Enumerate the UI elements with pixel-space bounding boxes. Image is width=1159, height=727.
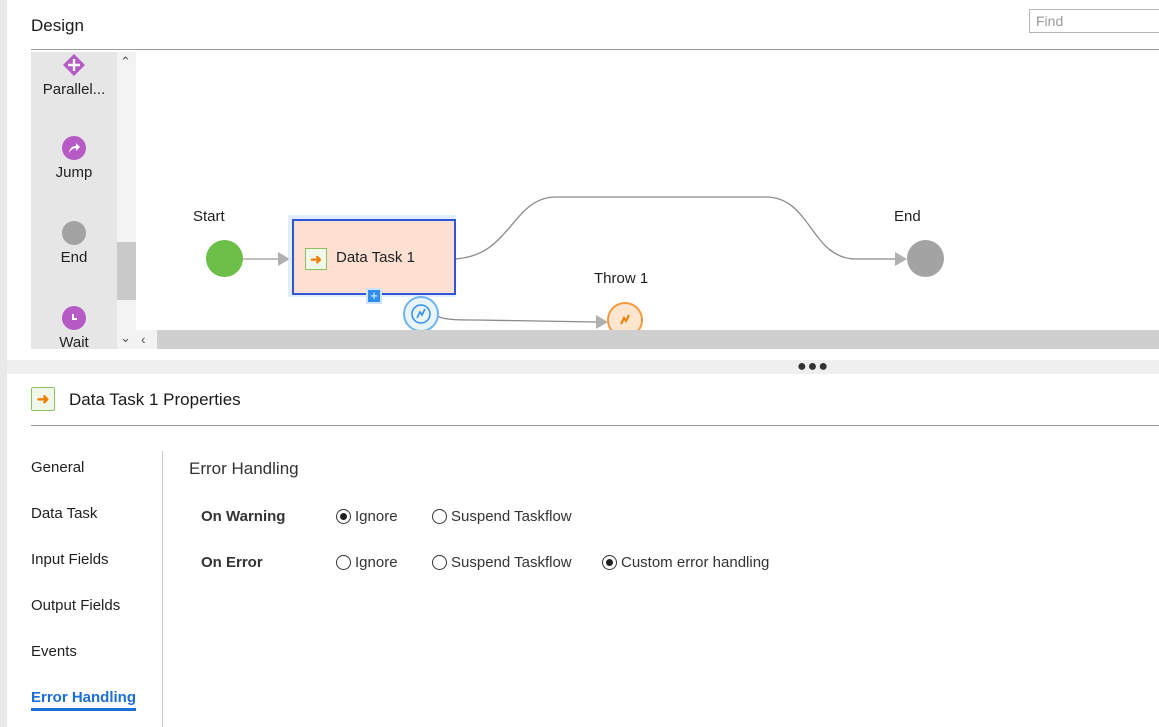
- panel-splitter[interactable]: ●●●: [7, 358, 1159, 375]
- on-warning-ignore-radio[interactable]: Ignore: [336, 508, 398, 525]
- nav-separator: [162, 451, 163, 727]
- radio-unselected-icon[interactable]: [432, 555, 447, 570]
- throw-node[interactable]: [607, 302, 643, 330]
- palette-item-label: Jump: [55, 164, 93, 181]
- drag-handle-icon[interactable]: ●●●: [797, 358, 829, 375]
- data-task-label: Data Task 1: [336, 249, 415, 266]
- on-error-ignore-radio[interactable]: Ignore: [336, 554, 398, 571]
- jump-icon: [62, 136, 86, 160]
- palette-scrollbar[interactable]: ⌃ ⌄: [117, 52, 136, 349]
- on-warning-label: On Warning: [201, 508, 286, 525]
- radio-selected-icon[interactable]: [336, 509, 351, 524]
- palette-scroll-thumb[interactable]: [117, 242, 136, 300]
- section-title: Error Handling: [189, 459, 299, 478]
- data-task-icon: ➜: [305, 248, 327, 270]
- throw-node-label: Throw 1: [594, 270, 649, 287]
- canvas-connectors: [236, 196, 907, 329]
- wait-icon: [62, 306, 86, 330]
- palette-item-jump[interactable]: Jump: [31, 136, 117, 181]
- start-node-label: Start: [193, 208, 225, 225]
- on-error-label: On Error: [201, 554, 263, 571]
- design-title: Design: [31, 16, 84, 35]
- end-node[interactable]: [907, 240, 944, 277]
- design-panel: Design Parallel... Jump End Wait ⌃: [7, 0, 1159, 360]
- error-boundary-event-icon[interactable]: [403, 296, 439, 330]
- palette-item-wait[interactable]: Wait: [31, 306, 117, 349]
- radio-unselected-icon[interactable]: [432, 509, 447, 524]
- end-node-label: End: [894, 208, 921, 225]
- left-edge-strip: [0, 0, 7, 727]
- data-task-icon: ➜: [31, 387, 55, 411]
- start-node[interactable]: [206, 240, 243, 277]
- properties-title: Data Task 1 Properties: [69, 390, 241, 409]
- on-error-suspend-radio[interactable]: Suspend Taskflow: [432, 554, 572, 571]
- nav-general[interactable]: General: [31, 459, 85, 476]
- chevron-left-icon[interactable]: ‹: [141, 331, 146, 347]
- radio-selected-icon[interactable]: [602, 555, 617, 570]
- nav-error-handling[interactable]: Error Handling: [31, 689, 137, 711]
- nav-data-task[interactable]: Data Task: [31, 505, 98, 522]
- radio-label: Ignore: [355, 554, 398, 571]
- data-task-node[interactable]: ➜ Data Task 1: [292, 219, 456, 295]
- on-error-custom-radio[interactable]: Custom error handling: [602, 554, 769, 571]
- end-icon: [62, 221, 86, 245]
- on-warning-suspend-radio[interactable]: Suspend Taskflow: [432, 508, 572, 525]
- radio-label: Custom error handling: [621, 554, 770, 571]
- step-palette: Parallel... Jump End Wait: [31, 52, 117, 349]
- chevron-down-icon[interactable]: ⌄: [120, 330, 131, 345]
- radio-unselected-icon[interactable]: [336, 555, 351, 570]
- parallel-icon: [62, 53, 86, 77]
- canvas-scroll-thumb[interactable]: [157, 330, 1159, 349]
- design-canvas[interactable]: Start ➜ Data Task 1 + Throw 1 End: [136, 52, 1159, 330]
- palette-item-parallel[interactable]: Parallel...: [31, 53, 117, 98]
- find-input[interactable]: [1029, 9, 1159, 33]
- properties-divider: [31, 425, 1159, 426]
- radio-label: Suspend Taskflow: [451, 554, 572, 571]
- palette-item-end[interactable]: End: [31, 221, 117, 266]
- palette-item-label: Parallel...: [42, 81, 106, 98]
- chevron-up-icon[interactable]: ⌃: [120, 54, 131, 69]
- palette-item-label: Wait: [59, 334, 89, 349]
- design-divider: [31, 49, 1159, 50]
- palette-item-label: End: [60, 249, 88, 266]
- expand-plus-icon[interactable]: +: [366, 288, 382, 304]
- canvas-horizontal-scrollbar[interactable]: ‹: [136, 330, 1159, 349]
- radio-label: Ignore: [355, 508, 398, 525]
- nav-input-fields[interactable]: Input Fields: [31, 551, 109, 568]
- nav-events[interactable]: Events: [31, 643, 77, 660]
- nav-output-fields[interactable]: Output Fields: [31, 597, 121, 614]
- radio-label: Suspend Taskflow: [451, 508, 572, 525]
